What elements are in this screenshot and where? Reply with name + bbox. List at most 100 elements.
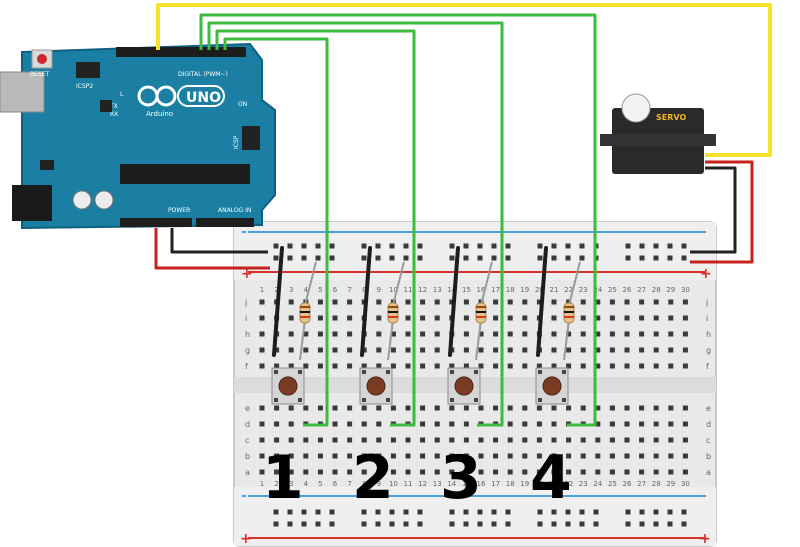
breadboard-hole (420, 453, 426, 459)
l-label: L (120, 91, 124, 98)
rail-hole (681, 255, 687, 261)
breadboard-hole (639, 469, 645, 475)
breadboard-hole (682, 421, 688, 427)
column-number: 22 (564, 286, 573, 294)
breadboard-hole (580, 363, 586, 369)
breadboard-hole (332, 437, 338, 443)
push-button-pin (538, 370, 542, 374)
breadboard-hole (566, 437, 572, 443)
breadboard-hole (274, 453, 280, 459)
column-number: 5 (318, 480, 322, 488)
column-number: 19 (520, 480, 529, 488)
rail-hole (477, 521, 483, 527)
breadboard-hole (332, 469, 338, 475)
breadboard-hole (259, 437, 265, 443)
button-circuit-3 (447, 246, 493, 405)
rail-hole (625, 243, 631, 249)
column-number: 23 (579, 286, 588, 294)
breadboard-hole (536, 405, 542, 411)
row-letter: a (706, 468, 711, 477)
rail-hole (273, 521, 279, 527)
rail-hole (653, 243, 659, 249)
breadboard-hole (493, 347, 499, 353)
breadboard-hole (653, 299, 659, 305)
rail-hole (449, 255, 455, 261)
column-number: 12 (418, 480, 427, 488)
push-button-pin (362, 398, 366, 402)
button-circuit-1 (271, 246, 317, 405)
breadboard-hole (347, 453, 353, 459)
breadboard-hole (376, 437, 382, 443)
breadboard-hole (376, 453, 382, 459)
breadboard-hole (507, 331, 513, 337)
column-number: 26 (623, 480, 632, 488)
breadboard-hole (653, 469, 659, 475)
breadboard-hole (507, 347, 513, 353)
breadboard-hole (420, 299, 426, 305)
breadboard-hole (551, 363, 557, 369)
breadboard-hole (434, 469, 440, 475)
breadboard-hole (274, 421, 280, 427)
breadboard-hole (332, 363, 338, 369)
rail-hole (403, 509, 409, 515)
small-chip (100, 100, 112, 112)
breadboard-hole (551, 299, 557, 305)
breadboard-hole (551, 315, 557, 321)
column-number: 11 (404, 286, 413, 294)
column-number: 5 (318, 286, 322, 294)
rail-hole (491, 243, 497, 249)
row-letter: h (245, 330, 250, 339)
breadboard-hole (653, 453, 659, 459)
column-number: 21 (550, 480, 559, 488)
rail-hole (565, 243, 571, 249)
digital-label: DIGITAL (PWM~) (178, 71, 228, 78)
breadboard-hole (609, 453, 615, 459)
breadboard-hole (259, 453, 265, 459)
breadboard-hole (405, 405, 411, 411)
column-number: 24 (593, 480, 602, 488)
ground-jumper-wire (448, 246, 460, 357)
rail-hole (329, 243, 335, 249)
row-letter: b (706, 452, 711, 461)
breadboard-hole (595, 347, 601, 353)
rail-hole (653, 521, 659, 527)
servo-black-wire (690, 166, 737, 254)
breadboard-hole (624, 347, 630, 353)
breadboard-hole (682, 299, 688, 305)
breadboard-hole (463, 315, 469, 321)
breadboard-hole (682, 315, 688, 321)
breadboard-hole (595, 421, 601, 427)
breadboard-hole (493, 363, 499, 369)
row-letter: e (245, 404, 250, 413)
breadboard-hole (639, 453, 645, 459)
breadboard-hole (580, 453, 586, 459)
power-header (120, 218, 192, 227)
breadboard-hole (595, 453, 601, 459)
column-number: 30 (681, 480, 690, 488)
push-button-pin (298, 398, 302, 402)
breadboard-hole (303, 331, 309, 337)
breadboard-hole (405, 315, 411, 321)
breadboard-hole (361, 437, 367, 443)
breadboard-hole (507, 299, 513, 305)
breadboard-hole (682, 437, 688, 443)
column-number: 16 (477, 286, 486, 294)
on-label: ON (238, 101, 247, 108)
breadboard-hole (376, 421, 382, 427)
breadboard-hole (536, 299, 542, 305)
breadboard-hole (259, 421, 265, 427)
rail-hole (551, 255, 557, 261)
brand-label: Arduino (146, 110, 173, 118)
column-number: 1 (260, 286, 264, 294)
rail-hole (301, 521, 307, 527)
rail-hole (389, 521, 395, 527)
breadboard-hole (347, 331, 353, 337)
breadboard-hole (420, 315, 426, 321)
breadboard-hole (449, 363, 455, 369)
breadboard-hole (624, 315, 630, 321)
column-number: 25 (608, 286, 617, 294)
breadboard-hole (580, 405, 586, 411)
rail-hole (449, 509, 455, 515)
rail-hole (329, 509, 335, 515)
